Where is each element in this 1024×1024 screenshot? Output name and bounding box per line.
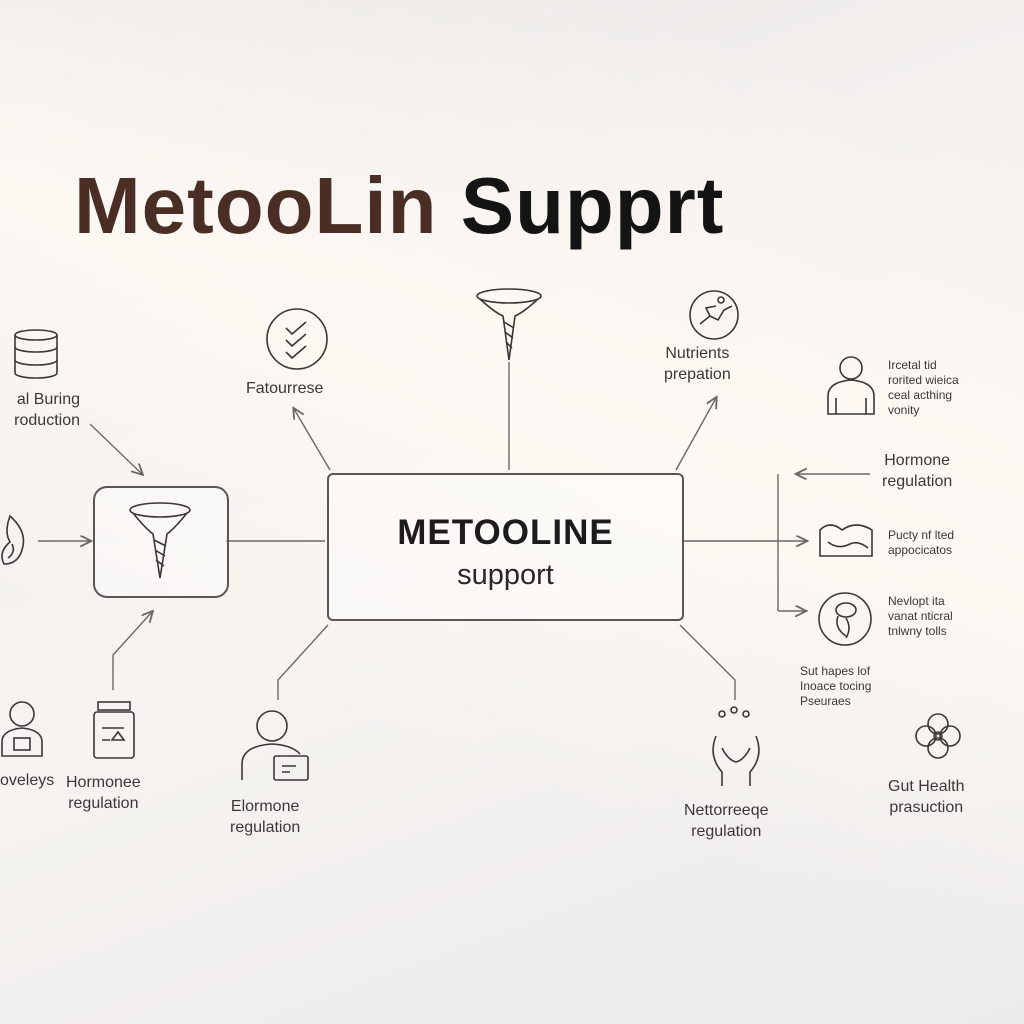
node-top-left-label: Fatourrese bbox=[246, 380, 324, 397]
runner-circle-icon bbox=[684, 288, 744, 342]
page-title: MetooLin Supprt bbox=[74, 160, 974, 252]
node-left-top-label: al Buring roduction bbox=[14, 391, 80, 429]
funnel-drill-icon bbox=[472, 286, 546, 364]
node-top-right-label: Nutrients prepation bbox=[664, 345, 731, 383]
line-top-right bbox=[675, 398, 716, 471]
left-node-box bbox=[93, 486, 229, 598]
check-stack-icon bbox=[264, 306, 330, 372]
node-bottom-right-label: Nettorreeqe regulation bbox=[684, 802, 769, 840]
center-box: METOOLINE support bbox=[327, 473, 684, 621]
person-id-icon bbox=[0, 698, 46, 758]
flame-icon bbox=[0, 512, 30, 568]
person-laptop-icon bbox=[238, 708, 312, 784]
database-icon bbox=[12, 328, 60, 380]
line-bottom-center bbox=[277, 624, 329, 700]
node-right-food-label: Pucty nf lted appocicatos bbox=[888, 528, 955, 557]
line-left-top bbox=[89, 423, 142, 474]
node-bottom-left-c-label: Elormone regulation bbox=[230, 798, 301, 836]
center-subtitle: support bbox=[457, 559, 554, 591]
bread-icon bbox=[816, 520, 876, 560]
line-bottom-left bbox=[112, 612, 152, 690]
title-part-2: Supprt bbox=[460, 161, 725, 250]
flower-icon bbox=[912, 710, 964, 762]
node-right-gut-label: Gut Health prasuction bbox=[888, 778, 965, 816]
person-icon bbox=[826, 354, 876, 416]
node-right-person-label: Ircetal tid rorited wieica ceal acthing … bbox=[888, 358, 959, 417]
title-part-1: MetooLin bbox=[74, 161, 438, 250]
line-top-left bbox=[294, 409, 331, 471]
pan-circle-icon bbox=[816, 590, 874, 648]
jar-icon bbox=[92, 700, 136, 760]
node-right-pan-label: Nevlopt ita vanat nticral tnlwny tolls bbox=[888, 594, 953, 638]
funnel-drill-icon bbox=[125, 500, 195, 584]
line-bottom-right bbox=[679, 624, 736, 700]
hands-icon bbox=[702, 706, 770, 788]
center-title: METOOLINE bbox=[397, 513, 614, 552]
node-right-gut-note-label: Sut hapes lof Inoace tocing Pseuraes bbox=[800, 664, 872, 708]
node-bottom-left-b-label: Hormonee regulation bbox=[66, 774, 141, 812]
node-right-hormone-label: Hormone regulation bbox=[882, 452, 953, 490]
node-bottom-left-a-label: oveleys bbox=[0, 772, 55, 789]
